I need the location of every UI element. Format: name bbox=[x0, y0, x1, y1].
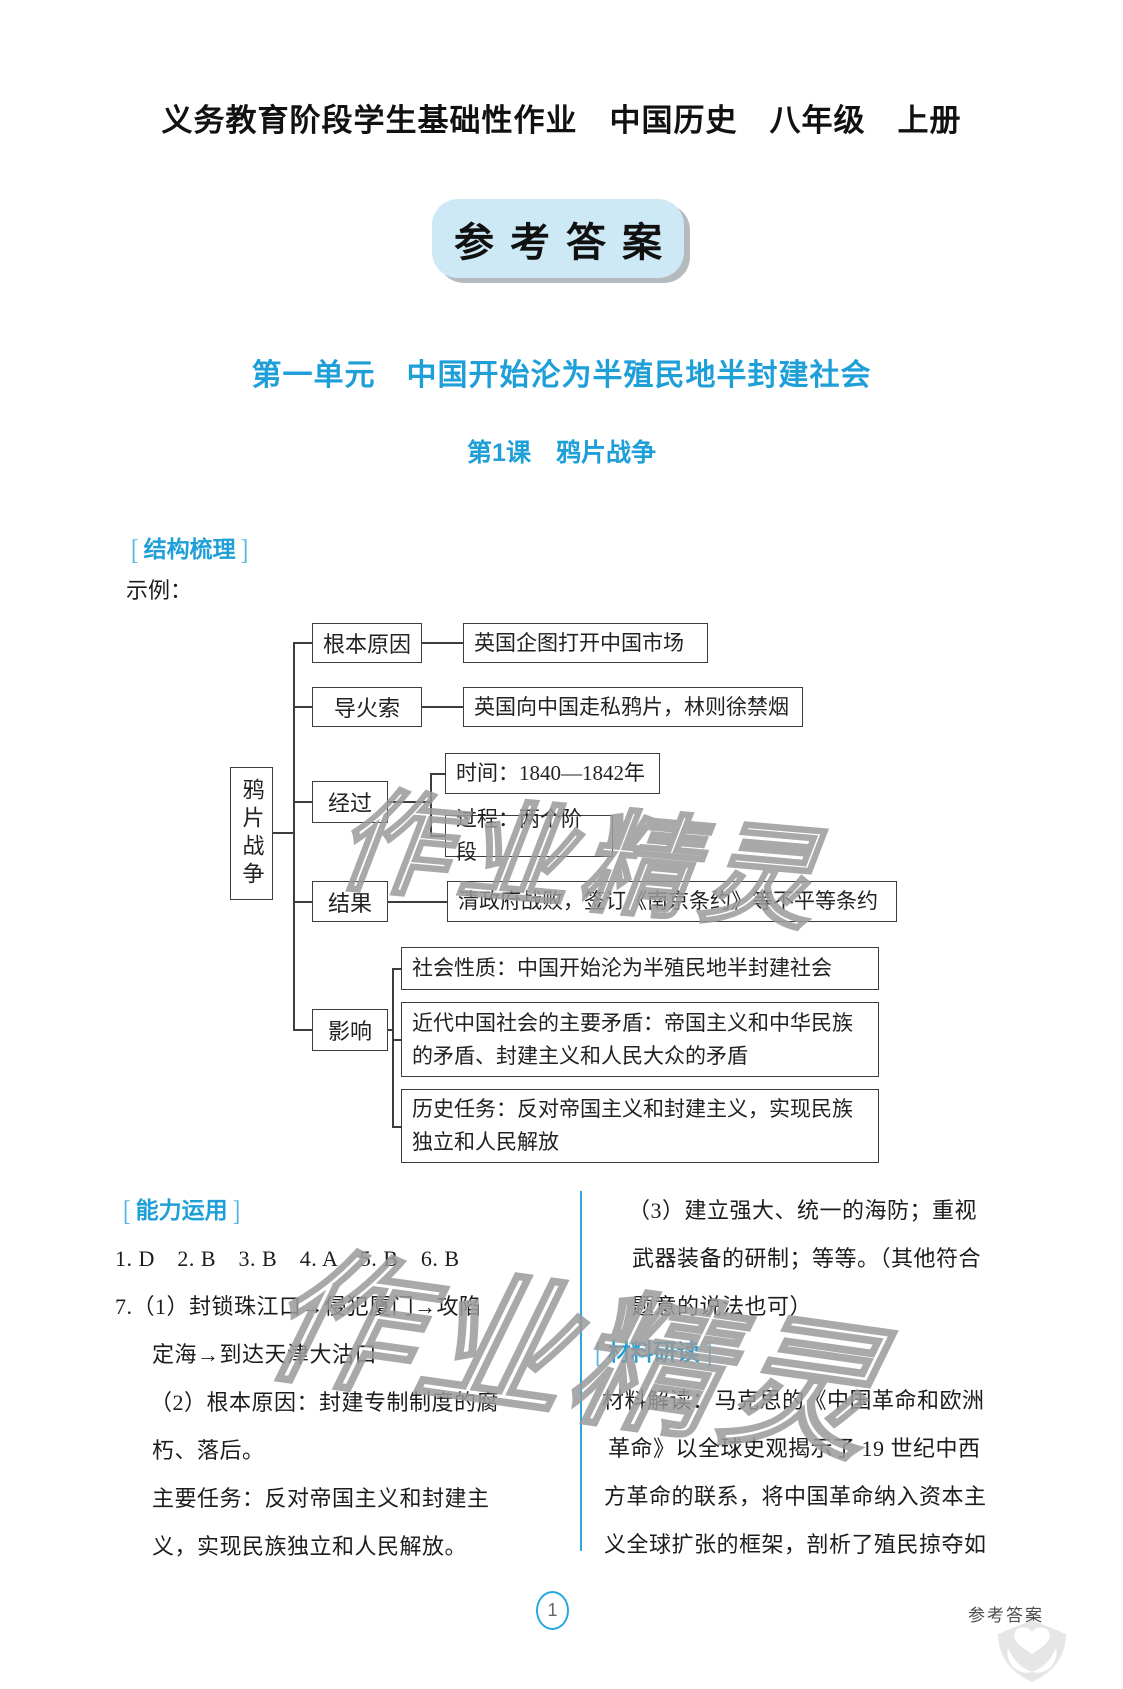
bracket-open: [ bbox=[123, 1194, 131, 1226]
diagram-content-time: 时间：1840—1842年 bbox=[445, 753, 660, 794]
answers-title-text: 参考答案 bbox=[454, 219, 678, 265]
connector-course bbox=[388, 801, 430, 803]
material-line: 革命》以全球史观揭示了 19 世纪中西 bbox=[608, 1436, 981, 1461]
diagram-content-social-nature: 社会性质：中国开始沦为半殖民地半封建社会 bbox=[401, 947, 879, 990]
connector-c8 bbox=[392, 1126, 401, 1128]
answer-line: 7.（1）封锁珠江口→侵犯厦门→攻陷 bbox=[115, 1294, 482, 1319]
diagram-content-market: 英国企图打开中国市场 bbox=[463, 623, 708, 663]
connector-b1 bbox=[293, 642, 312, 644]
diagram-branch-result: 结果 bbox=[312, 881, 388, 922]
material-line: 方革命的联系，将中国革命纳入资本主 bbox=[604, 1484, 987, 1509]
connector-c1 bbox=[422, 642, 463, 644]
opium-war-structure-diagram: 鸦片战争 根本原因 导火索 经过 结果 影响 英国企图打开中国市场 英国向中国走… bbox=[215, 585, 915, 1170]
diagram-branch-impact: 影响 bbox=[312, 1009, 388, 1051]
section-ability-header: [能力运用] bbox=[118, 1191, 245, 1226]
section-structure-header: [结构梳理] bbox=[126, 530, 253, 565]
answers-choice-line: 1. D 2. B 3. B 4. A 5. B 6. B bbox=[115, 1246, 460, 1271]
connector-process bbox=[430, 835, 445, 837]
bracket-close: ] bbox=[232, 1194, 241, 1226]
connector-c5 bbox=[388, 901, 447, 903]
section-material-header: [材料研读] bbox=[590, 1333, 717, 1368]
bracket-close: ] bbox=[240, 533, 249, 565]
diagram-branch-fuse: 导火索 bbox=[312, 687, 422, 727]
unit-title: 第一单元 中国开始沦为半殖民地半封建社会 bbox=[251, 359, 872, 392]
diagram-content-contradictions: 近代中国社会的主要矛盾：帝国主义和中华民族的矛盾、封建主义和人民大众的矛盾 bbox=[401, 1002, 879, 1077]
bracket-close: ] bbox=[704, 1336, 713, 1368]
connector-c6 bbox=[392, 968, 401, 970]
section-material-label: 材料研读 bbox=[607, 1339, 700, 1365]
answers-title-badge: 参考答案 bbox=[432, 199, 684, 278]
material-line: 义全球扩张的框架，剖析了殖民掠夺如 bbox=[604, 1532, 987, 1557]
diagram-content-process: 过程：两个阶段 bbox=[445, 807, 613, 864]
material-line: 材料解读：马克思的《中国革命和欧洲 bbox=[602, 1388, 985, 1413]
answer-line: （2）根本原因：封建专制制度的腐 bbox=[150, 1390, 500, 1415]
connector-trunk bbox=[293, 642, 295, 1031]
connector-course-trunk bbox=[430, 773, 432, 836]
answer-line: 义，实现民族独立和人民解放。 bbox=[152, 1534, 468, 1559]
answer-line: 主要任务：反对帝国主义和封建主 bbox=[152, 1486, 490, 1511]
connector-b2 bbox=[293, 706, 312, 708]
book-header-title: 义务教育阶段学生基础性作业 中国历史 八年级 上册 bbox=[161, 103, 962, 138]
diagram-branch-course: 经过 bbox=[312, 781, 388, 823]
connector-c2 bbox=[422, 706, 463, 708]
connector-impact-trunk bbox=[392, 968, 394, 1127]
bracket-open: [ bbox=[131, 533, 139, 565]
answer-line: 题意的说法也可） bbox=[632, 1294, 813, 1319]
diagram-root-box: 鸦片战争 bbox=[230, 767, 273, 900]
example-label: 示例： bbox=[126, 578, 193, 603]
connector-b3 bbox=[293, 801, 312, 803]
page-number: 1 bbox=[547, 1600, 558, 1620]
page-number-badge: 1 bbox=[536, 1591, 569, 1630]
answer-line: （3）建立强大、统一的海防；重视 bbox=[628, 1198, 978, 1223]
diagram-content-historic-task: 历史任务：反对帝国主义和封建主义，实现民族独立和人民解放 bbox=[401, 1089, 879, 1163]
answer-line: 武器装备的研制；等等。（其他符合 bbox=[632, 1246, 982, 1271]
connector-c7 bbox=[392, 1039, 401, 1041]
section-structure-label: 结构梳理 bbox=[143, 536, 236, 562]
answer-line: 定海→到达天津大沽口 bbox=[152, 1342, 378, 1367]
connector-impact bbox=[388, 1029, 393, 1031]
connector-time bbox=[430, 773, 445, 775]
diagram-content-smuggle: 英国向中国走私鸦片，林则徐禁烟 bbox=[463, 687, 803, 727]
answer-line: 朽、落后。 bbox=[152, 1438, 265, 1463]
connector-b5 bbox=[293, 1029, 312, 1031]
publisher-hands-logo bbox=[988, 1618, 1076, 1689]
connector-b4 bbox=[293, 901, 312, 903]
lesson-title: 第1课 鸦片战争 bbox=[467, 439, 656, 467]
connector-root bbox=[273, 832, 293, 834]
diagram-content-treaty: 清政府战败，签订《南京条约》等不平等条约 bbox=[447, 881, 897, 922]
footer-section-label: 参考答案 bbox=[968, 1606, 1044, 1625]
column-divider bbox=[580, 1191, 582, 1551]
diagram-branch-root-cause: 根本原因 bbox=[312, 623, 422, 663]
section-ability-label: 能力运用 bbox=[135, 1197, 228, 1223]
bracket-open: [ bbox=[595, 1336, 603, 1368]
